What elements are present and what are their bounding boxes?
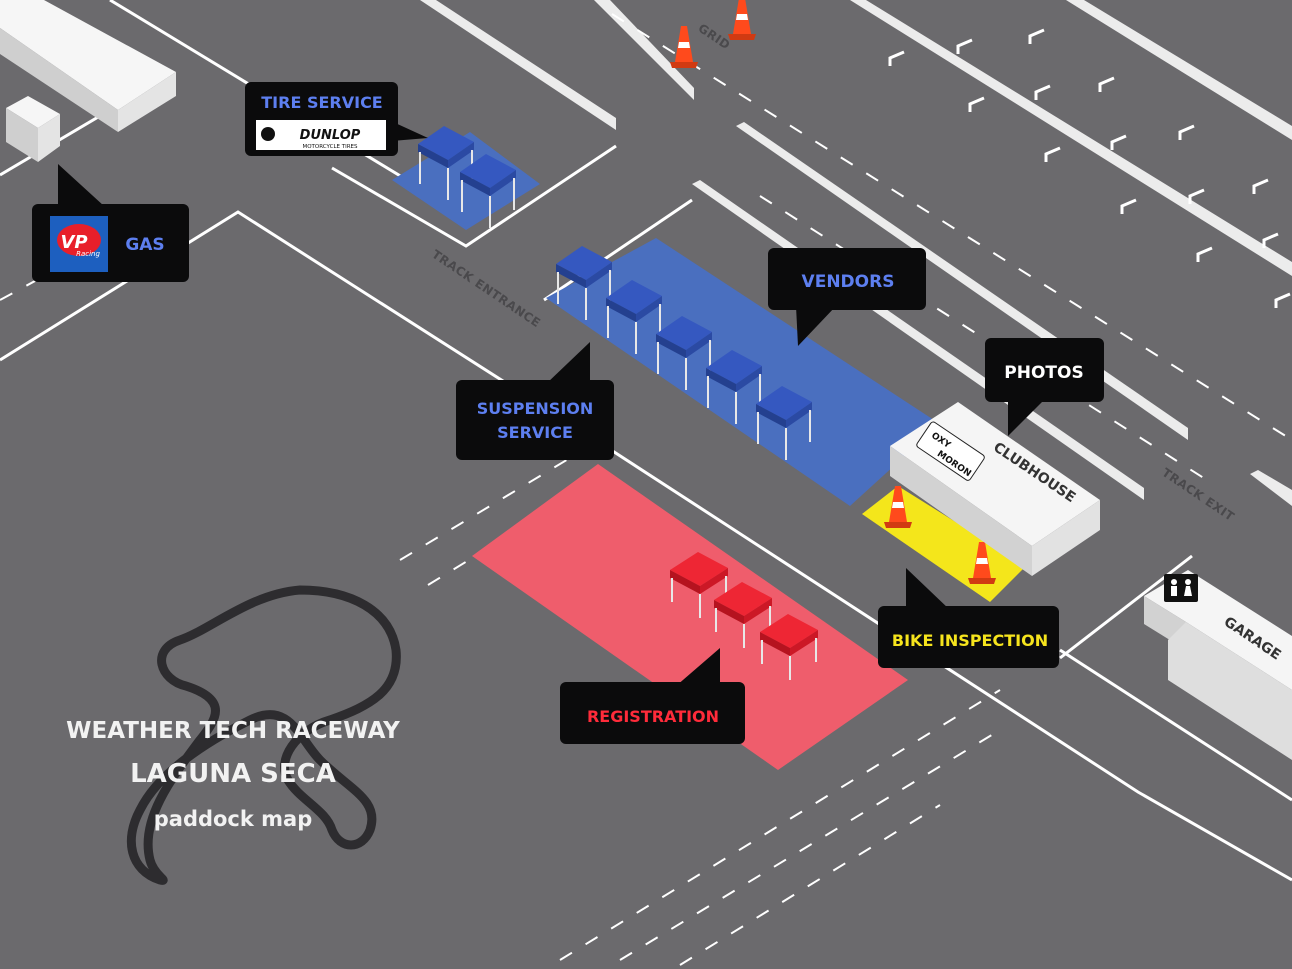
lane-dashes [0, 13, 1292, 966]
registration-callout[interactable]: REGISTRATION [560, 648, 745, 744]
vp-text: VP [60, 232, 87, 253]
gas-label: GAS [125, 235, 164, 255]
suspension-service-callout[interactable]: SUSPENSION SERVICE [456, 342, 614, 460]
registration-label: REGISTRATION [587, 707, 719, 726]
vp-racing-logo: VP Racing [50, 216, 108, 272]
title-line-3: paddock map [154, 807, 313, 831]
gas-callout[interactable]: VP Racing GAS [32, 164, 189, 282]
title-line-1: WEATHER TECH RACEWAY [66, 718, 400, 744]
vp-sub: Racing [76, 250, 100, 258]
trailer-building [0, 0, 176, 132]
suspension-label-2: SERVICE [497, 423, 573, 442]
track-outline-icon [126, 585, 401, 885]
tire-service-label: TIRE SERVICE [261, 93, 382, 112]
dunlop-logo: DUNLOP MOTORCYCLE TIRES [256, 120, 386, 150]
gas-building [6, 96, 60, 162]
bike-inspection-label: BIKE INSPECTION [892, 631, 1048, 650]
dunlop-name: DUNLOP [300, 128, 361, 143]
registration-zone [472, 464, 908, 770]
vendors-callout[interactable]: VENDORS [768, 248, 926, 346]
title-line-2: LAGUNA SECA [130, 759, 336, 789]
dunlop-sub: MOTORCYCLE TIRES [302, 144, 358, 150]
photos-label: PHOTOS [1004, 363, 1083, 383]
bike-inspection-callout[interactable]: BIKE INSPECTION [878, 568, 1059, 668]
vendors-label: VENDORS [802, 272, 895, 292]
photos-callout[interactable]: PHOTOS [985, 338, 1104, 436]
suspension-label-1: SUSPENSION [477, 399, 594, 418]
tire-service-callout[interactable]: TIRE SERVICE DUNLOP MOTORCYCLE TIRES [245, 82, 428, 156]
restroom-icon [1164, 574, 1198, 602]
